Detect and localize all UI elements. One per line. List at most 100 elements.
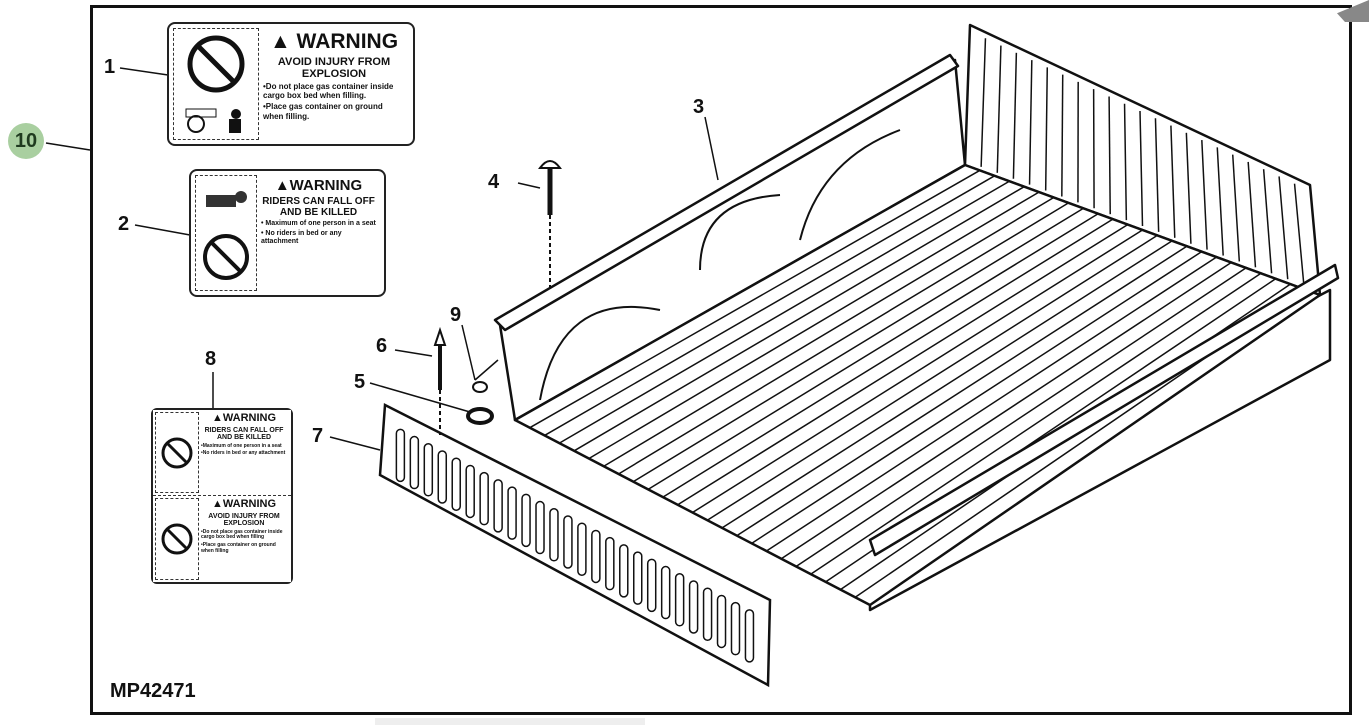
floor-rib xyxy=(795,267,1247,568)
tailgate-slot xyxy=(563,515,573,569)
back-wall-rib xyxy=(1247,161,1257,268)
warning-decal-riders-small: ▲WARNING RIDERS CAN FALL OFF AND BE KILL… xyxy=(153,410,291,496)
warning-decal-explosion-small: ▲WARNING AVOID INJURY FROM EXPLOSION •Do… xyxy=(153,496,291,582)
back-wall-rib xyxy=(1012,52,1018,179)
warning-decal-combined: ▲WARNING RIDERS CAN FALL OFF AND BE KILL… xyxy=(151,408,293,584)
tailgate-slot xyxy=(395,428,406,483)
tailgate-slot xyxy=(744,609,755,663)
back-wall-rib xyxy=(1262,169,1273,274)
floor-rib xyxy=(618,202,1069,475)
floor-rib xyxy=(647,213,1099,491)
tailgate-slot xyxy=(577,522,587,576)
tailgate-slot xyxy=(591,529,601,584)
tailgate-slot xyxy=(632,551,643,605)
tailgate-slot xyxy=(674,573,685,627)
tailgate-slot xyxy=(660,565,671,620)
riders-pictogram xyxy=(195,175,257,291)
back-wall-rib xyxy=(1028,60,1033,185)
document-number: MP42471 xyxy=(110,680,196,702)
warning-headline: RIDERS CAN FALL OFF AND BE KILLED xyxy=(204,427,284,442)
warning-bullet: •Place gas container on ground when fill… xyxy=(263,102,383,121)
warning-title: ▲ WARNING xyxy=(269,30,399,53)
floor-rib xyxy=(544,175,995,437)
floor-rib xyxy=(692,229,1143,514)
tailgate-slot xyxy=(702,587,713,641)
warning-bullet: •No riders in bed or any attachment xyxy=(201,450,286,457)
callout-4[interactable]: 4 xyxy=(488,171,500,193)
back-wall-rib xyxy=(1154,118,1160,232)
warning-headline: RIDERS CAN FALL OFF AND BE KILLED xyxy=(262,196,375,218)
back-wall-rib xyxy=(1231,154,1241,262)
box-top-rail-front xyxy=(868,263,1340,557)
floor-rib xyxy=(529,169,981,429)
back-wall-rib xyxy=(1123,103,1128,221)
warning-decal-explosion: ▲ WARNING AVOID INJURY FROM EXPLOSION •D… xyxy=(167,22,415,146)
back-wall-rib xyxy=(1170,125,1176,238)
leader-lines xyxy=(45,67,719,451)
floor-rib xyxy=(780,261,1232,560)
refuel-icon xyxy=(185,108,241,133)
tailgate-slot xyxy=(479,471,489,526)
floor-rib xyxy=(751,251,1203,544)
warning-headline: AVOID INJURY FROM EXPLOSION xyxy=(277,56,391,80)
callout-2[interactable]: 2 xyxy=(118,213,130,235)
back-wall-rib xyxy=(1061,74,1064,197)
back-wall-rib xyxy=(1216,147,1224,256)
warning-title: ▲WARNING xyxy=(211,412,277,424)
no-fuel-pictogram xyxy=(173,28,259,140)
tailgate-slot xyxy=(409,435,420,490)
floor-rib xyxy=(677,223,1129,506)
back-wall-rib xyxy=(1044,67,1049,191)
floor-rib xyxy=(662,218,1114,498)
floor-rib xyxy=(588,191,1040,460)
callout-3[interactable]: 3 xyxy=(693,96,705,118)
floor-rib xyxy=(573,186,1025,452)
callout-1[interactable]: 1 xyxy=(104,56,116,78)
back-wall-rib xyxy=(1108,96,1111,215)
tailgate-slot xyxy=(688,580,699,634)
warning-title: ▲WARNING xyxy=(211,498,277,510)
callout-badge-10[interactable]: 10 xyxy=(8,123,44,159)
tailgate-slot xyxy=(451,457,461,511)
prohibited-icon xyxy=(161,523,193,555)
riders-pictogram xyxy=(155,412,199,493)
tailgate-slot xyxy=(437,450,448,504)
callout-5[interactable]: 5 xyxy=(354,371,366,393)
back-wall-rib xyxy=(1201,140,1208,250)
prohibited-icon xyxy=(161,437,193,468)
callout-7[interactable]: 7 xyxy=(312,425,324,447)
rider-icon xyxy=(206,190,247,207)
callout-8[interactable]: 8 xyxy=(205,348,217,370)
back-wall-rib xyxy=(1278,176,1289,280)
warning-title: ▲WARNING xyxy=(274,177,363,194)
warning-bullet: •Do not place gas container inside cargo… xyxy=(263,82,394,101)
prohibited-icon xyxy=(203,233,249,280)
tailgate-slot xyxy=(507,486,517,540)
floor-rib xyxy=(721,240,1173,529)
warning-decal-riders: ▲WARNING RIDERS CAN FALL OFF AND BE KILL… xyxy=(189,169,386,297)
warning-headline: AVOID INJURY FROM EXPLOSION xyxy=(208,513,280,528)
tailgate-slot xyxy=(521,493,531,548)
callout-6[interactable]: 6 xyxy=(376,335,388,357)
tailgate-slot xyxy=(716,594,727,649)
back-wall-rib xyxy=(1139,110,1144,227)
back-wall-rib xyxy=(1185,132,1192,244)
back-wall-rib xyxy=(980,38,987,167)
back-wall-rib xyxy=(1293,183,1305,286)
floor-rib xyxy=(632,207,1084,483)
floor-rib xyxy=(603,196,1055,467)
tailgate-slot xyxy=(423,443,434,497)
floor-rib xyxy=(558,180,1010,444)
tailgate-slot xyxy=(465,464,475,519)
tailgate-slot xyxy=(605,536,615,591)
tailgate xyxy=(378,403,772,688)
callout-9[interactable]: 9 xyxy=(450,304,462,326)
horizontal-scrollbar[interactable] xyxy=(375,718,645,725)
box-top-rail-left xyxy=(493,53,960,332)
warning-bullet: •Maximum of one person in a seat xyxy=(201,442,282,449)
tailgate-slot xyxy=(549,508,559,562)
warning-bullet: •Place gas container on ground when fill… xyxy=(201,542,276,554)
floor-rib xyxy=(810,272,1262,575)
prohibited-icon xyxy=(187,35,245,93)
